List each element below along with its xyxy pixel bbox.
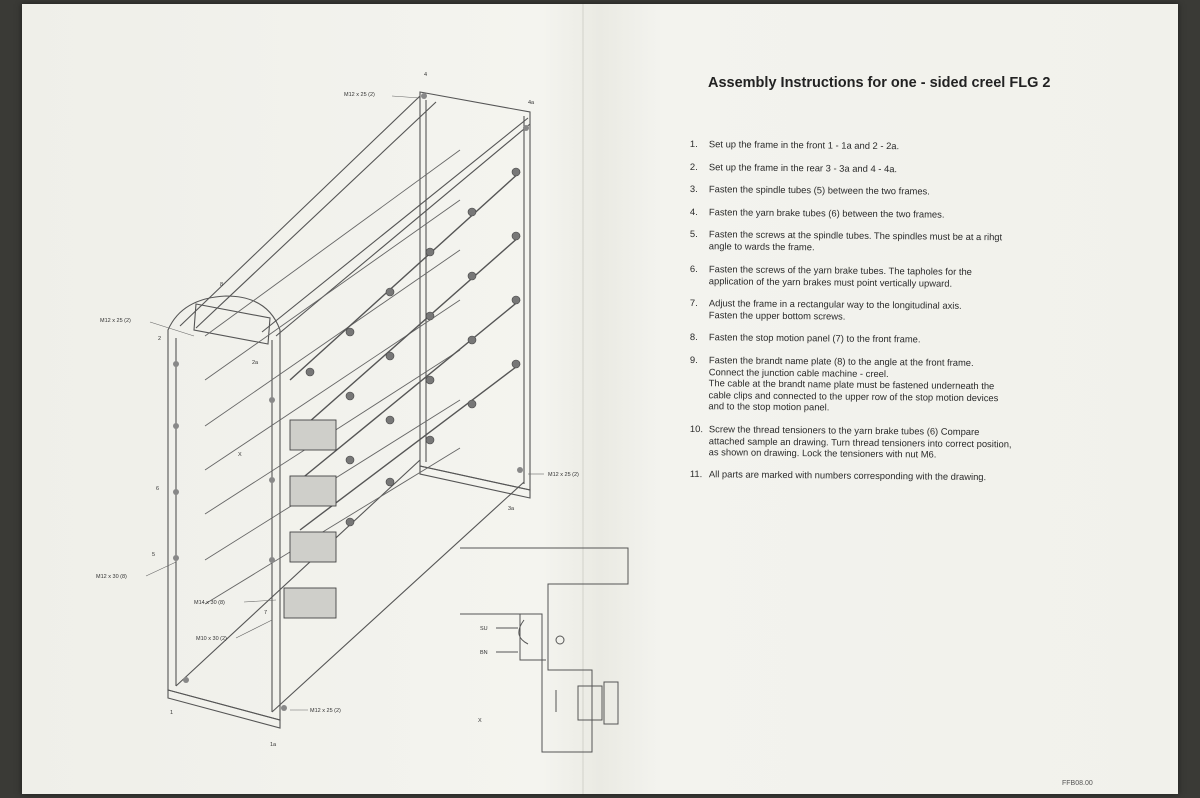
- step-text: Screw the thread tensioners to the yarn …: [709, 423, 1110, 462]
- label-part-4: 4: [424, 72, 427, 78]
- label-part-1a: 1a: [270, 742, 277, 748]
- step-line: Set up the frame in the front 1 - 1a and…: [708, 138, 900, 152]
- step-number: 5.: [689, 228, 698, 240]
- step-text: Fasten the spindle tubes (5) between the…: [709, 183, 1110, 199]
- instruction-steps: 1. Set up the frame in the front 1 - 1a …: [689, 138, 1110, 482]
- label-bolt-m10: M10 x 30 (2): [196, 636, 227, 642]
- step-text: Fasten the yarn brake tubes (6) between …: [709, 206, 1110, 222]
- list-item: 8. Fasten the stop motion panel (7) to t…: [690, 331, 1110, 347]
- page-title: Assembly Instructions for one - sided cr…: [708, 75, 1051, 91]
- step-number: 6.: [689, 262, 698, 274]
- label-bolt-lower-left: M12 x 30 (8): [96, 574, 127, 580]
- step-text: Fasten the screws at the spindle tubes. …: [709, 229, 1110, 256]
- step-number: 8.: [689, 330, 698, 343]
- step-line: Fasten the spindle tubes (5) between the…: [708, 183, 930, 197]
- page-fold: [582, 4, 584, 794]
- label-part-2: 2: [158, 336, 161, 342]
- list-item: 6. Fasten the screws of the yarn brake t…: [690, 263, 1110, 291]
- step-number: 1.: [689, 138, 698, 150]
- step-number: 9.: [689, 353, 698, 365]
- step-line: Fasten the yarn brake tubes (6) between …: [708, 205, 945, 220]
- label-bolt-left: M12 x 25 (2): [100, 318, 131, 324]
- label-part-3a: 3a: [508, 506, 515, 512]
- label-detail-su: SU: [480, 626, 488, 632]
- label-bolt-top: M12 x 25 (2): [344, 92, 375, 98]
- step-number: 4.: [689, 205, 698, 217]
- instruction-sheet: [22, 4, 1178, 794]
- label-part-5: 5: [152, 552, 155, 558]
- detail-x-drawing: [460, 547, 629, 753]
- step-line: angle to wards the frame.: [708, 240, 815, 253]
- list-item: 9. Fasten the brandt name plate (8) to t…: [689, 354, 1110, 416]
- list-item: 10. Screw the thread tensioners to the y…: [690, 423, 1110, 462]
- step-number: 7.: [689, 296, 698, 308]
- label-part-7: 7: [264, 610, 267, 616]
- step-line: Fasten the stop motion panel (7) to the …: [708, 331, 921, 345]
- label-detail-x: X: [478, 718, 482, 724]
- step-number: 3.: [689, 183, 698, 195]
- step-text: Set up the frame in the front 1 - 1a and…: [709, 138, 1110, 154]
- list-item: 5. Fasten the screws at the spindle tube…: [690, 228, 1110, 256]
- list-item: 3. Fasten the spindle tubes (5) between …: [690, 183, 1110, 199]
- list-item: 2. Set up the frame in the rear 3 - 3a a…: [690, 161, 1110, 177]
- list-item: 4. Fasten the yarn brake tubes (6) betwe…: [690, 206, 1110, 222]
- step-line: Set up the frame in the rear 3 - 3a and …: [708, 160, 898, 174]
- step-text: Adjust the frame in a rectangular way to…: [709, 297, 1110, 324]
- label-part-6: 6: [156, 486, 159, 492]
- label-part-4a: 4a: [528, 100, 535, 106]
- label-bolt-right: M12 x 25 (2): [548, 472, 579, 478]
- label-part-2a: 2a: [252, 360, 259, 366]
- label-bolt-m14: M14 x 30 (8): [194, 600, 225, 606]
- step-number: 2.: [689, 160, 698, 172]
- label-part-8: 8: [220, 282, 223, 288]
- document-code: FFB08.00: [1062, 780, 1093, 787]
- step-text: Fasten the screws of the yarn brake tube…: [709, 263, 1110, 290]
- label-part-x: X: [238, 452, 242, 458]
- step-number: 11.: [689, 468, 703, 480]
- step-text: Set up the frame in the rear 3 - 3a and …: [709, 161, 1110, 177]
- label-detail-bn: BN: [480, 650, 488, 656]
- step-text: Fasten the brandt name plate (8) to the …: [708, 354, 1110, 416]
- step-number: 10.: [689, 422, 704, 434]
- label-bolt-bottom: M12 x 25 (2): [310, 708, 341, 714]
- step-text: Fasten the stop motion panel (7) to the …: [709, 331, 1110, 347]
- list-item: 7. Adjust the frame in a rectangular way…: [690, 297, 1110, 325]
- label-part-1: 1: [170, 710, 173, 716]
- list-item: 1. Set up the frame in the front 1 - 1a …: [690, 138, 1110, 154]
